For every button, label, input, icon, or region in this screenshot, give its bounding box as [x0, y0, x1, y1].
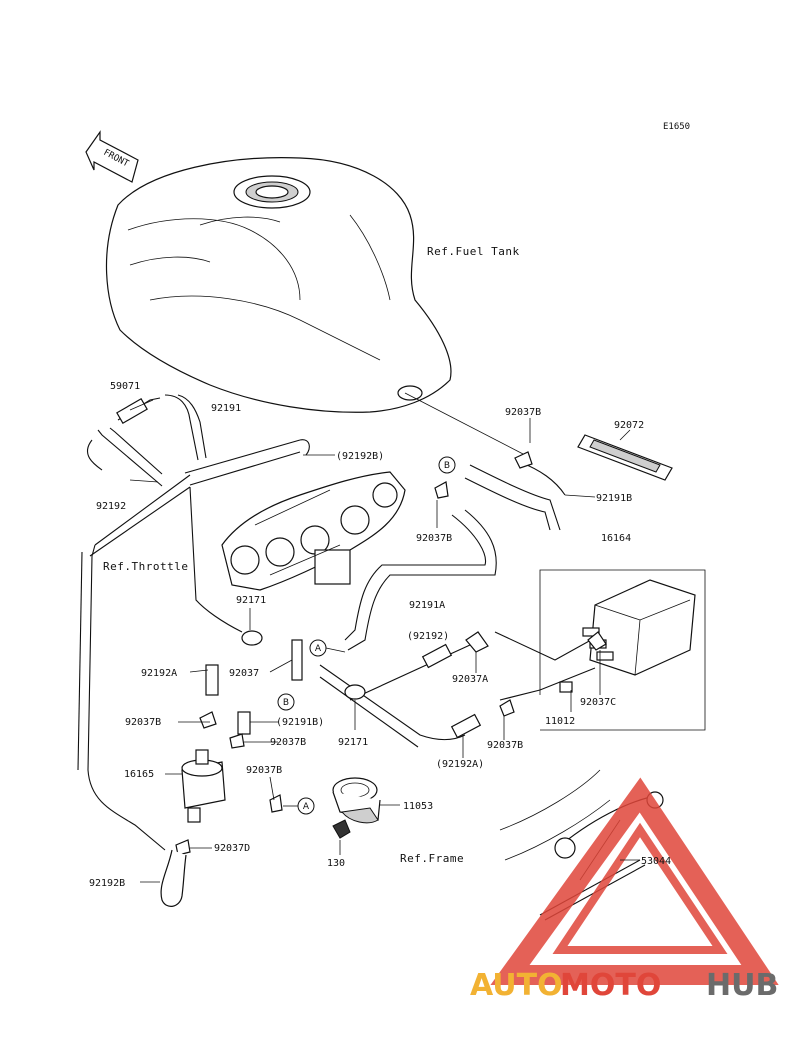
part-label-92191b-paren: (92191B) — [276, 717, 324, 728]
part-label-92037d: 92037D — [214, 843, 250, 854]
svg-text:B: B — [283, 698, 289, 708]
callout-b-top: B — [438, 456, 456, 474]
bracket-11053-illustration — [332, 777, 381, 839]
svg-text:A: A — [315, 644, 322, 654]
part-label-92191: 92191 — [211, 403, 241, 414]
part-label-92037c: 92037C — [580, 697, 616, 708]
part-label-92192-paren: (92192) — [407, 631, 449, 642]
ref-frame-label: Ref.Frame — [400, 852, 464, 865]
part-label-92192a: 92192A — [141, 668, 177, 679]
callout-a-mid: A — [309, 639, 327, 657]
part-label-92037b-lower: 92037B — [246, 765, 282, 776]
part-label-53044: 53044 — [641, 856, 671, 867]
callout-b-mid: B — [277, 693, 295, 711]
part-label-59071: 59071 — [110, 381, 140, 392]
fuel-filter-16165-illustration — [160, 749, 226, 907]
part-label-92171-upper: 92171 — [236, 595, 266, 606]
callout-a-lower: A — [297, 797, 315, 815]
front-arrow-icon: FRONT — [85, 130, 139, 183]
part-label-92037: 92037 — [229, 668, 259, 679]
automotohub-watermark — [490, 777, 779, 985]
part-label-92037b-center: 92037B — [270, 737, 306, 748]
part-label-92037b-right: 92037B — [487, 740, 523, 751]
hose-routing — [77, 394, 601, 851]
part-label-92191b: 92191B — [596, 493, 632, 504]
throttle-body-illustration — [221, 471, 406, 591]
part-label-92192: 92192 — [96, 501, 126, 512]
part-label-16165: 16165 — [124, 769, 154, 780]
part-label-92037a: 92037A — [452, 674, 488, 685]
part-label-11012: 11012 — [545, 716, 575, 727]
part-label-92192b: 92192B — [89, 878, 125, 889]
svg-text:A: A — [303, 802, 310, 812]
small-parts — [175, 434, 673, 856]
part-label-92037b-left: 92037B — [125, 717, 161, 728]
part-label-92192b-paren: (92192B) — [336, 451, 384, 462]
svg-text:HUB: HUB — [706, 968, 778, 1003]
part-label-130: 130 — [327, 858, 345, 869]
leader-lines — [129, 399, 640, 883]
part-label-16164: 16164 — [601, 533, 631, 544]
canister-16164-illustration — [539, 569, 706, 731]
fuel-tank-illustration — [105, 157, 526, 456]
svg-text:AUTO: AUTO — [470, 968, 563, 1003]
diagram-code: E1650 — [663, 122, 690, 132]
part-label-92192a-paren: (92192A) — [436, 759, 484, 770]
part-label-92171-lower: 92171 — [338, 737, 368, 748]
ref-fuel-tank-label: Ref.Fuel Tank — [427, 245, 520, 258]
part-label-92037b-mid: 92037B — [416, 533, 452, 544]
watermark-text: AUTO MOTO HUB — [470, 968, 778, 1003]
ref-throttle-label: Ref.Throttle — [103, 560, 188, 573]
part-label-92072: 92072 — [614, 420, 644, 431]
part-label-11053: 11053 — [403, 801, 433, 812]
part-label-92037b-top: 92037B — [505, 407, 541, 418]
svg-text:MOTO: MOTO — [560, 968, 661, 1003]
part-label-92191a: 92191A — [409, 600, 445, 611]
svg-text:B: B — [444, 461, 450, 471]
